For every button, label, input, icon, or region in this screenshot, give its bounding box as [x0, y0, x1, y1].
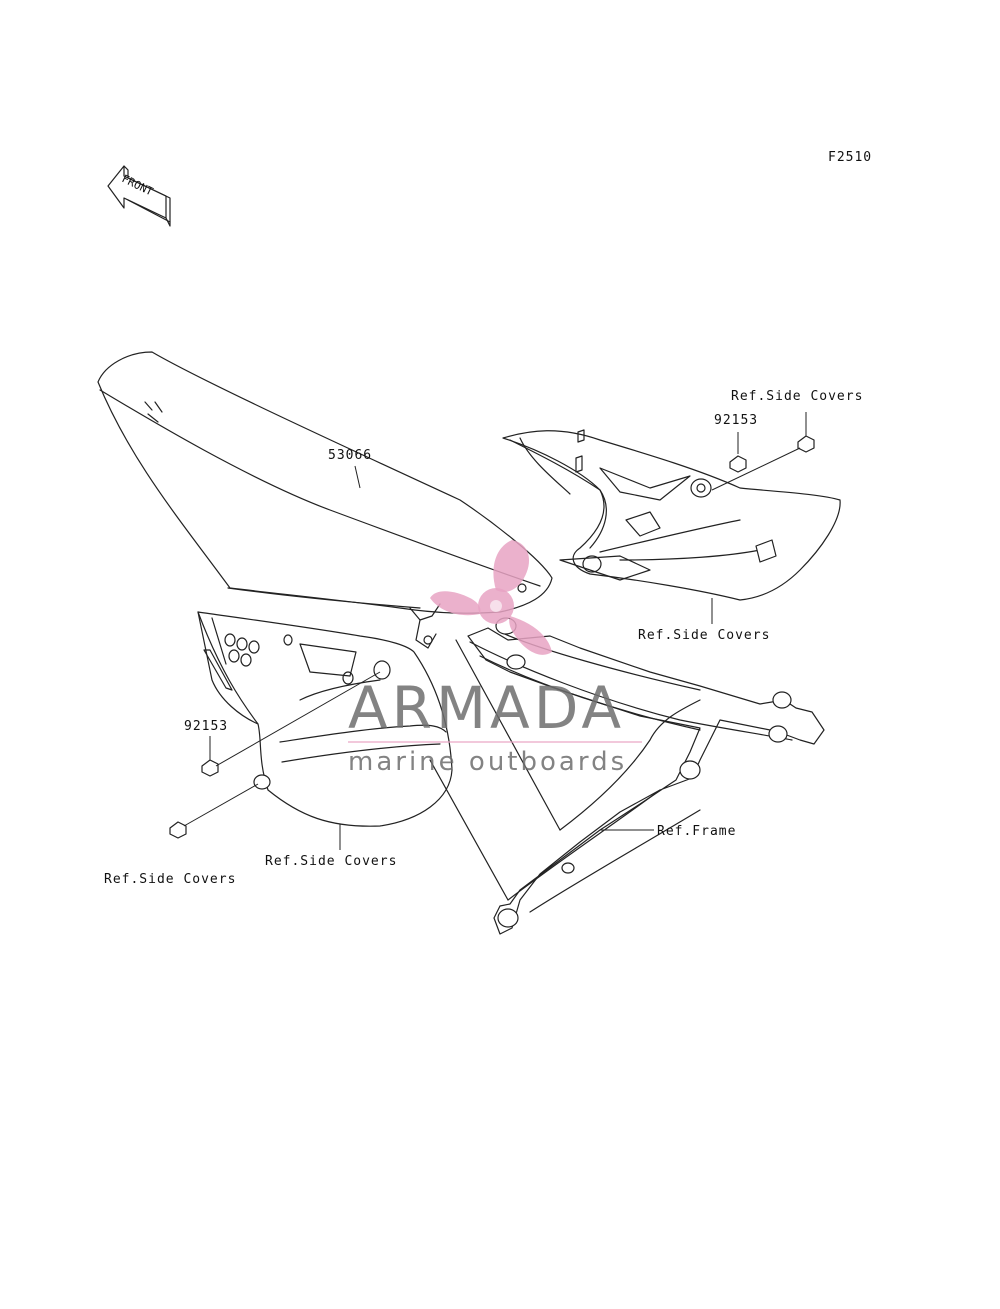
watermark-brand: ARMADA	[348, 674, 625, 742]
front-arrow-icon: FRONT	[107, 165, 171, 227]
callout-92153-lower: 92153	[184, 719, 228, 734]
side-cover-left	[197, 611, 453, 827]
callout-53066: 53066	[328, 448, 372, 463]
side-cover-right	[502, 429, 841, 601]
callout-ref-side-covers-bottom: Ref.Side Covers	[104, 872, 236, 887]
seat-53066	[97, 351, 553, 649]
bolt-side-cover-bottom	[169, 783, 259, 839]
callout-ref-side-covers-right: Ref.Side Covers	[638, 628, 770, 643]
bolt-92153-upper	[729, 432, 747, 473]
bolt-92153-lower	[201, 671, 381, 777]
leader-seat	[354, 465, 361, 489]
figure-code: F2510	[828, 150, 872, 165]
watermark-tagline: marine outboards	[348, 747, 627, 777]
callout-ref-frame: Ref.Frame	[657, 824, 736, 839]
rear-frame	[429, 555, 825, 935]
propeller-logo-icon	[430, 540, 552, 655]
callout-ref-side-covers-top: Ref.Side Covers	[731, 389, 863, 404]
bolt-side-cover-top	[711, 412, 815, 491]
callout-92153-upper: 92153	[714, 413, 758, 428]
callout-ref-side-covers-left: Ref.Side Covers	[265, 854, 397, 869]
